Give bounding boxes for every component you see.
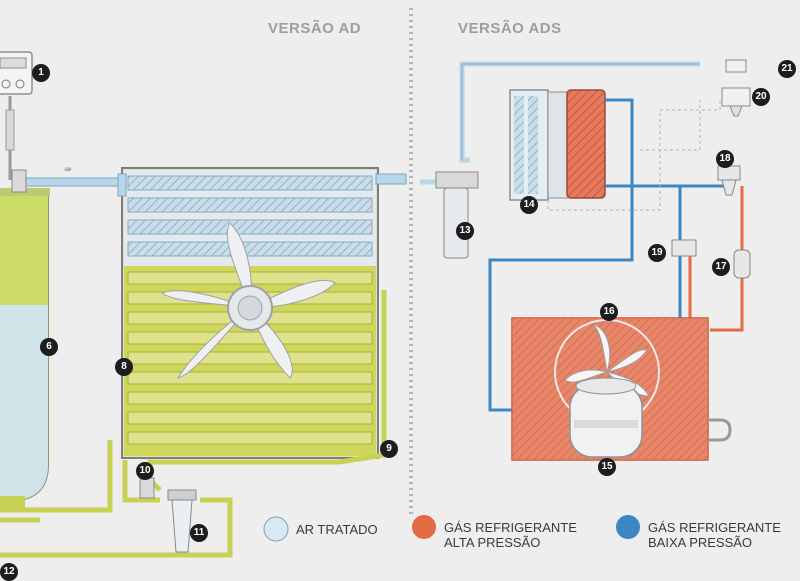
exchanger-outlet (375, 173, 407, 185)
title-ad-version: VERSÃO AD (268, 20, 362, 37)
callout-16: 16 (600, 303, 618, 321)
svg-text:⇛: ⇛ (64, 164, 72, 174)
refrigerant-fin (127, 431, 373, 445)
callout-8: 8 (115, 358, 133, 376)
legend-treated-air-label: AR TRATADO (296, 522, 378, 537)
air-fin (127, 241, 373, 257)
refrigeration-compressor (569, 377, 643, 458)
callout-11: 11 (190, 524, 208, 542)
legend-treated-air: AR TRATADO (296, 522, 378, 537)
air-fin (127, 219, 373, 235)
callout-6: 6 (40, 338, 58, 356)
service-loop (708, 418, 732, 442)
air-fin (127, 197, 373, 213)
callout-10: 10 (136, 462, 154, 480)
ads-refrigerant-exchanger (566, 89, 606, 199)
callout-1: 1 (32, 64, 50, 82)
callout-17: 17 (712, 258, 730, 276)
callout-15: 15 (598, 458, 616, 476)
expansion-valve (717, 165, 741, 196)
callout-12: 12 (0, 563, 18, 581)
callout-9: 9 (380, 440, 398, 458)
refrigerant-fin (127, 391, 373, 405)
treated-air-swatch (263, 516, 289, 542)
callout-13: 13 (456, 222, 474, 240)
exchanger-inlet (117, 173, 127, 197)
callout-20: 20 (752, 88, 770, 106)
air-fin (127, 175, 373, 191)
refrigerant-fin (127, 371, 373, 385)
air-air-fins (127, 175, 373, 257)
control-unit (0, 51, 33, 180)
callout-18: 18 (716, 150, 734, 168)
high-pressure-swatch (412, 515, 436, 539)
title-ads-version: VERSÃO ADS (458, 20, 562, 37)
low-pressure-swatch (616, 515, 640, 539)
refrigerant-fin (127, 351, 373, 365)
condensate-filter (167, 489, 197, 553)
legend-low-pressure: GÁS REFRIGERANTE BAIXA PRESSÃO (648, 520, 781, 550)
refrigerant-fin (127, 411, 373, 425)
drain-sensor (721, 87, 751, 117)
legend-high-pressure-line1: GÁS REFRIGERANTE (444, 520, 577, 535)
ads-filter (435, 171, 479, 259)
callout-21: 21 (778, 60, 796, 78)
air-line-outline (461, 63, 700, 160)
callout-19: 19 (648, 244, 666, 262)
outlet-valve (725, 59, 747, 73)
filter-drier (733, 249, 751, 279)
legend-high-pressure-line2: ALTA PRESSÃO (444, 535, 541, 550)
exchanger-fan (160, 222, 336, 379)
air-tank (0, 188, 50, 510)
hot-gas-valve (671, 239, 697, 257)
ads-air-exchanger (509, 89, 569, 201)
drain-valve (139, 477, 155, 499)
air-outlet-pipe: ⇛ (11, 164, 121, 193)
legend-low-pressure-line2: BAIXA PRESSÃO (648, 535, 753, 550)
control-signal-lines (547, 100, 721, 211)
callout-14: 14 (520, 196, 538, 214)
legend-high-pressure: GÁS REFRIGERANTE ALTA PRESSÃO (444, 520, 577, 550)
refrigerant-fin (127, 331, 373, 345)
legend-low-pressure-line1: GÁS REFRIGERANTE (648, 520, 781, 535)
